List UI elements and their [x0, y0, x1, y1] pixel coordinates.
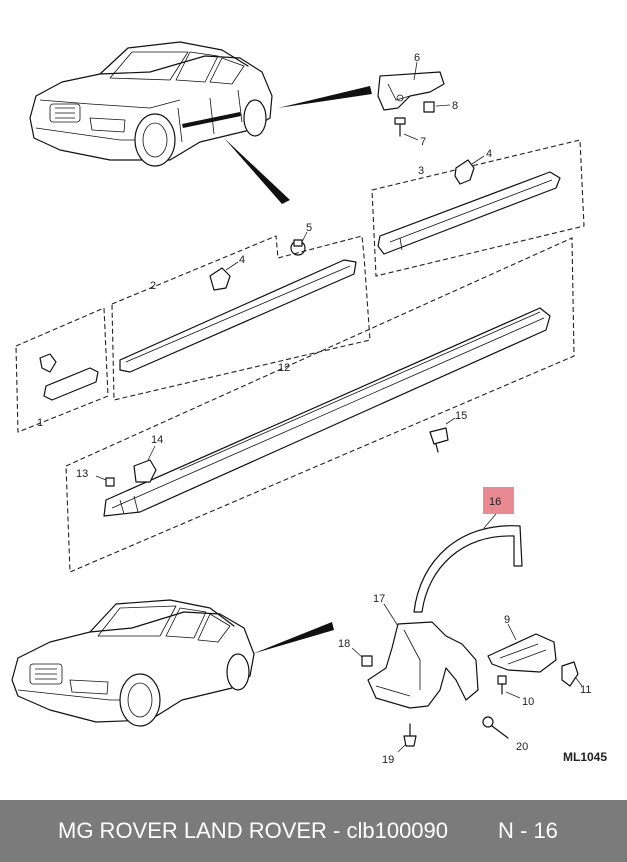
- part-4-clip-a: [454, 159, 475, 185]
- part-14-clip: [133, 459, 157, 483]
- footer-bar: MG ROVER LAND ROVER - clb100090 N - 16: [0, 800, 627, 862]
- callout-15: 15: [455, 410, 467, 422]
- pointer-wedge: [278, 86, 372, 108]
- part-16-wheel-arch: [413, 525, 523, 613]
- callout-5: 5: [306, 222, 312, 234]
- callout-6: 6: [414, 52, 420, 64]
- car-illustration-bottom: [11, 599, 255, 727]
- callout-14: 14: [151, 434, 163, 446]
- callout-7: 7: [420, 136, 426, 148]
- highlight-box-16: [483, 487, 514, 514]
- group-box-2: [111, 235, 371, 401]
- callout-1: 1: [37, 417, 43, 429]
- callout-9: 9: [504, 614, 510, 626]
- footer-page: N - 16: [498, 818, 558, 843]
- part-13-clip: [105, 477, 115, 487]
- diagram-ref: ML1045: [563, 750, 607, 764]
- footer-title: MG ROVER LAND ROVER - clb100090: [58, 818, 449, 843]
- callout-10: 10: [522, 696, 534, 708]
- part-17-splash-guard: [367, 621, 479, 709]
- part-1-moulding: [39, 353, 99, 401]
- callout-4: 4: [239, 254, 245, 266]
- part-10-screw: [497, 675, 507, 695]
- part-4-clip-b: [209, 267, 231, 291]
- part-11-clip: [561, 661, 579, 687]
- part-7-screw: [394, 117, 406, 137]
- callout-18: 18: [338, 638, 350, 650]
- part-20-screw: [482, 716, 509, 739]
- callout-17: 17: [373, 593, 385, 605]
- part-3-moulding: [377, 171, 561, 255]
- part-6-bracket: [377, 71, 445, 111]
- part-12-sill: [103, 307, 551, 517]
- callout-20: 20: [516, 741, 528, 753]
- group-box-3: [371, 139, 585, 277]
- part-18-clip: [361, 655, 373, 667]
- callout-2: 2: [150, 280, 156, 292]
- callout-19: 19: [382, 754, 394, 766]
- callout-16: 16: [489, 496, 501, 508]
- callout-4: 4: [486, 148, 492, 160]
- callout-8: 8: [452, 100, 458, 112]
- part-2-moulding: [119, 259, 357, 373]
- callout-12: 12: [278, 362, 290, 374]
- part-15-plug: [429, 427, 449, 453]
- part-8-clip: [423, 101, 435, 113]
- callout-labels: 6 8 7 3 4 5 4 2 12 1 15 14 13 16 17 9 18…: [37, 52, 607, 766]
- part-9-bracket: [487, 633, 557, 673]
- car-illustration-top: [29, 41, 273, 167]
- pointer-wedge: [224, 138, 290, 204]
- callout-11: 11: [580, 684, 591, 696]
- callout-3: 3: [418, 165, 424, 177]
- parts-diagram: 6 8 7 3 4 5 4 2 12 1 15 14 13 16 17 9 18…: [11, 41, 607, 766]
- part-19-fastener: [403, 723, 417, 747]
- pointer-wedge: [252, 622, 334, 654]
- callout-13: 13: [76, 468, 88, 480]
- group-box-12: [65, 237, 575, 573]
